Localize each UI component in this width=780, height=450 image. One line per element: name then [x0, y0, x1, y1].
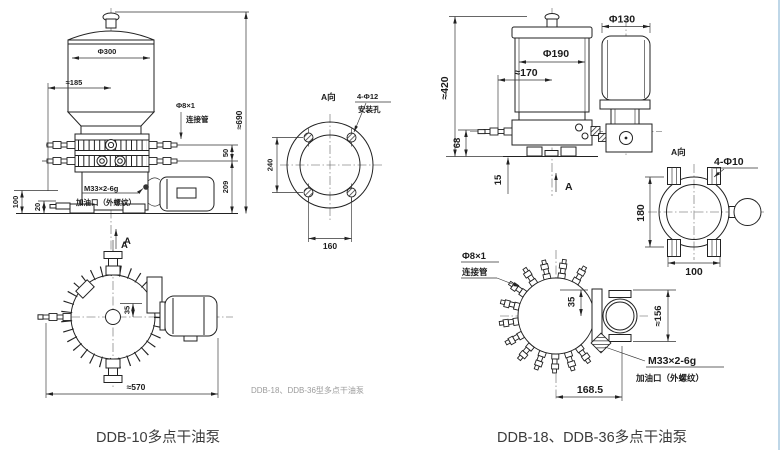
label-pipe-size: Φ8×1	[176, 101, 195, 110]
ddb36-bottom-motor	[602, 290, 638, 342]
ddb10-flange-view: 240 160 A向 4-Φ12 安装孔	[266, 92, 391, 251]
dim-420: ≈420	[439, 76, 451, 99]
dim-180: 180	[635, 204, 647, 222]
ddb10-pump-body	[46, 133, 178, 214]
dim-690: ≈690	[234, 110, 244, 129]
label-thread: M33×2-6g	[648, 355, 696, 367]
ddb10-top-motor	[159, 295, 218, 342]
dim-68: 68	[452, 138, 463, 149]
caption-ddb10: DDB-10多点干油泵	[96, 429, 220, 446]
label-pipe-size: Φ8×1	[462, 251, 487, 262]
dim-100: 100	[685, 266, 703, 278]
label-holes: 4-Φ10	[714, 156, 744, 168]
flange-tabs	[667, 167, 721, 257]
ddb10-top-view: A ≈570 35	[37, 240, 233, 398]
ddb36-flange-view: A向 4-Φ10 180 100	[635, 147, 764, 278]
dim-dia190: Φ190	[543, 48, 569, 60]
dim-offset-35: 35	[567, 296, 578, 307]
pump-body-circle	[517, 277, 595, 355]
label-holes: 4-Φ12	[357, 92, 378, 101]
dim-240: 240	[266, 159, 275, 172]
mounting-holes	[303, 128, 357, 202]
dim-100: 100	[11, 196, 20, 209]
view-title-a: A向	[321, 92, 336, 102]
dim-160: 160	[323, 241, 337, 251]
top-bolt-stacks	[37, 251, 123, 383]
dim-209: 209	[221, 181, 230, 194]
label-fill-port: 加油口（外螺纹）	[635, 373, 704, 383]
view-title-a: A向	[671, 147, 686, 157]
dim-dia300: Φ300	[98, 47, 117, 56]
ddb36-motor	[599, 35, 653, 153]
page-edge-accent	[778, 0, 780, 450]
label-thread: M33×2-6g	[84, 184, 119, 193]
ddb10-reservoir	[66, 12, 156, 135]
ddb36-reservoir	[511, 13, 593, 121]
view-arrow-a: A	[565, 181, 573, 193]
dim-156: ≈156	[653, 305, 664, 326]
caption-ddb36: DDB-18、DDB-36多点干油泵	[497, 429, 687, 446]
fill-plug	[143, 184, 149, 190]
ddb10-front-view: Φ300 ≈185 Φ8×1 连接管 M33×2-6g 加油口（外螺纹） ≈69…	[11, 8, 249, 252]
label-fill-port: 加油口（外螺纹）	[75, 197, 136, 207]
fill-plug	[590, 332, 612, 354]
dim-15: 15	[493, 174, 504, 185]
section-arrow-a: A	[121, 240, 128, 251]
dim-50: 50	[221, 149, 230, 157]
label-pipe-name: 连接管	[462, 267, 488, 277]
dim-20: 20	[33, 203, 42, 211]
ddb36-pump-body	[477, 119, 608, 157]
label-pipe-name: 连接管	[186, 114, 209, 124]
view-arrow-a: A	[124, 236, 131, 247]
side-knob	[733, 198, 762, 226]
ddb10-motor	[143, 176, 215, 212]
outlet-block	[146, 276, 163, 314]
dim-185: ≈185	[66, 78, 83, 87]
dim-570: ≈570	[127, 382, 146, 392]
label-holes-2: 安装孔	[358, 104, 381, 114]
watermark-caption: DDB-18、DDB-36型多点干油泵	[251, 385, 364, 395]
dim-dia130: Φ130	[609, 14, 635, 26]
ddb36-bottom-view: 35 ≈156 Φ8×1 连接管 M33×2-6g 加油口（外螺纹） 168.5	[461, 250, 724, 401]
dim-offset-35: 35	[123, 306, 132, 314]
dim-170: ≈170	[514, 67, 537, 79]
dim-168-5: 168.5	[577, 384, 603, 396]
ddb36-front-view: Φ130 Φ190 ≈170 ≈420 68 15 A	[439, 8, 662, 196]
